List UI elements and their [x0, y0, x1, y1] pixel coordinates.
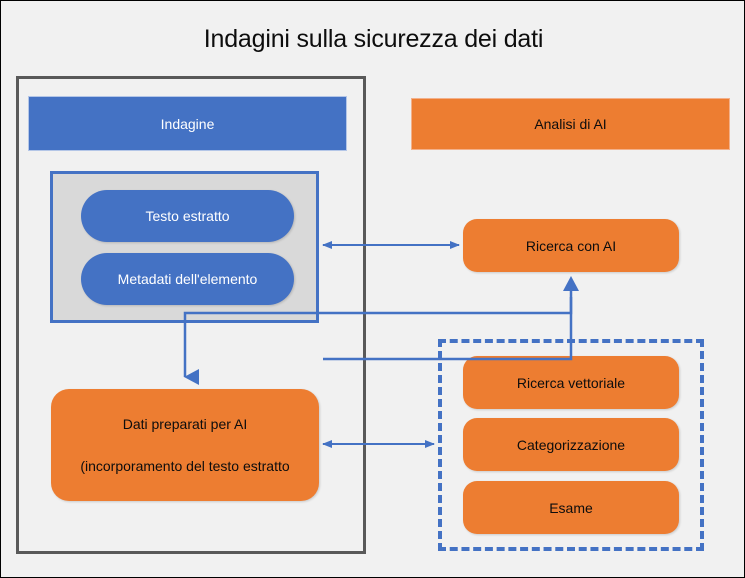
node-ricerca-vettoriale[interactable]: Ricerca vettoriale — [463, 356, 679, 409]
node-testo-estratto-label: Testo estratto — [145, 208, 230, 224]
node-dati-preparati-per-ai[interactable]: Dati preparati per AI (incorporamento de… — [51, 389, 319, 501]
node-ricerca-vettoriale-label: Ricerca vettoriale — [516, 374, 626, 391]
node-esame-label: Esame — [549, 499, 593, 516]
node-ricerca-con-ai-label: Ricerca con AI — [525, 237, 617, 254]
diagram-title: Indagini sulla sicurezza dei dati — [203, 25, 544, 53]
node-analisi-di-ai-label: Analisi di AI — [534, 116, 607, 132]
node-metadati-dellelemento-label: Metadati dell'elemento — [117, 271, 258, 287]
node-categorizzazione[interactable]: Categorizzazione — [463, 418, 679, 471]
node-metadati-dellelemento[interactable]: Metadati dell'elemento — [81, 253, 294, 305]
node-ricerca-con-ai[interactable]: Ricerca con AI — [463, 219, 679, 272]
node-testo-estratto[interactable]: Testo estratto — [81, 190, 294, 242]
node-analisi-di-ai[interactable]: Analisi di AI — [411, 98, 730, 150]
node-indagine-label: Indagine — [160, 115, 215, 132]
connector-dati-to-ricerca-arrowhead — [563, 276, 579, 291]
node-indagine[interactable]: Indagine — [28, 96, 347, 151]
node-categorizzazione-label: Categorizzazione — [516, 436, 626, 453]
node-dati-preparati-line1: Dati preparati per AI — [122, 416, 248, 432]
node-esame[interactable]: Esame — [463, 481, 679, 534]
node-dati-preparati-line2: (incorporamento del testo estratto — [80, 458, 290, 474]
